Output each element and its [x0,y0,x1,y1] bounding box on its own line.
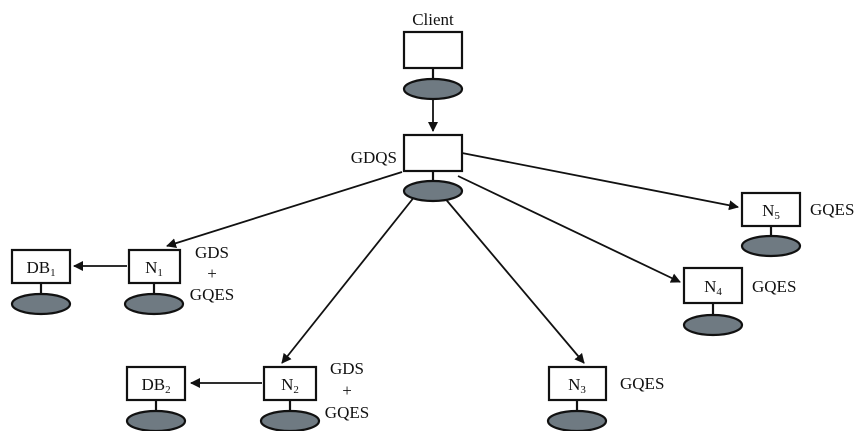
node-n1: N1 GDS + GQES [123,243,234,316]
n2-label-sub: 2 [293,384,299,396]
node-n3: N3 GQES [546,365,664,431]
n1-role-line2: + [207,264,217,283]
n5-disk [740,234,802,258]
gdqs-label: GDQS [351,148,397,167]
db2-label-base: DB [141,375,165,394]
n1-disk [123,292,185,316]
n2-disk [259,409,321,431]
gdqs-disk [402,179,464,203]
n1-role-line3: GQES [190,285,234,304]
edge-gdqs-n3 [442,195,585,364]
client-label: Client [412,10,454,29]
n3-box [547,365,608,402]
n1-label-sub: 1 [157,267,163,279]
db2-label-sub: 2 [165,384,171,396]
edge-gdqs-n5 [461,152,739,211]
n3-disk [546,409,608,431]
n4-disk [682,313,744,337]
edge-gdqs-n2 [281,195,416,364]
n4-role: GQES [752,277,796,296]
node-n4: N4 GQES [682,266,796,337]
edge-gdqs-n1 [166,171,403,249]
client-box [402,30,464,70]
n3-label-base: N [568,375,580,394]
n5-label-base: N [762,201,774,220]
n1-label-base: N [145,258,157,277]
n5-label: N5 [762,201,780,222]
client-node: Client [402,10,464,101]
gdqs-box [402,133,464,173]
n3-label-sub: 3 [580,384,586,396]
n4-box [682,266,744,305]
node-n5: N5 GQES [740,191,854,258]
n2-role-line1: GDS [330,359,364,378]
db1-label-sub: 1 [50,267,56,279]
n3-label: N3 [568,375,586,396]
n1-label: N1 [145,258,163,279]
n2-label: N2 [281,375,299,396]
n4-label-sub: 4 [716,286,722,298]
n1-box [127,248,182,285]
n1-role-line1: GDS [195,243,229,262]
node-db2: DB2 [125,365,187,431]
client-disk [402,77,464,101]
db2-box [125,365,187,402]
db1-disk [10,292,72,316]
n4-label: N4 [704,277,722,298]
node-db1: DB1 [10,248,72,316]
n4-label-base: N [704,277,716,296]
node-n2: N2 GDS + GQES [259,359,369,431]
edges [73,100,739,388]
db2-label: DB2 [141,375,170,396]
n2-label-base: N [281,375,293,394]
n2-role-line2: + [342,381,352,400]
n5-role: GQES [810,200,854,219]
db1-label: DB1 [26,258,55,279]
n5-label-sub: 5 [774,210,780,222]
db1-label-base: DB [26,258,50,277]
edge-gdqs-n4 [457,175,681,283]
n2-role-line3: GQES [325,403,369,422]
n3-role: GQES [620,374,664,393]
db2-disk [125,409,187,431]
gdqs-node: GDQS [351,133,464,203]
